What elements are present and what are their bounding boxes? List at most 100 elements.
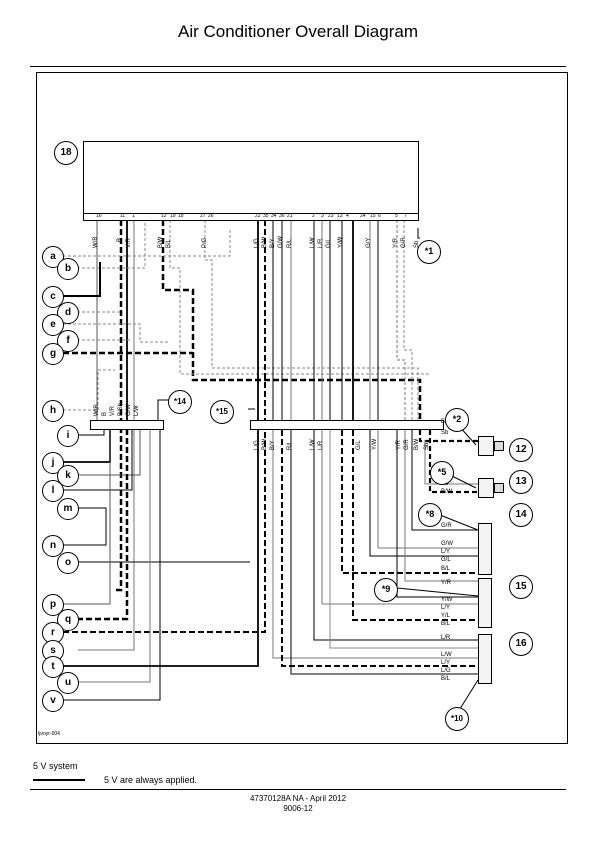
wire-label: B/W (262, 438, 268, 450)
switch-12-body (478, 436, 494, 456)
callout-14: 14 (509, 503, 533, 527)
pin-6: 6 (378, 213, 381, 219)
wire-label: Sb (424, 442, 430, 450)
legend-name: 5 V system (33, 761, 78, 771)
pin-23: 23 (328, 213, 334, 219)
callout-o: o (57, 552, 79, 574)
wire-label: Y/R (441, 580, 452, 586)
wire-label: L/G (441, 668, 451, 674)
wire-label: L/R (318, 440, 324, 450)
callout-u: u (57, 672, 79, 694)
wire-label: B (117, 237, 123, 242)
pin-24: 24 (360, 213, 366, 219)
wire-label: Y/W (441, 597, 453, 603)
wire-label: B/W (441, 489, 453, 495)
page-title: Air Conditioner Overall Diagram (178, 22, 418, 41)
callout-e: e (42, 314, 64, 336)
wire-label: L/W (310, 439, 316, 450)
switch-13-body (478, 478, 494, 498)
pin-19: 19 (170, 213, 176, 219)
diagram-code: tjvoyr-004 (38, 731, 60, 737)
wire-label: G/W (441, 541, 453, 547)
callout-h: h (42, 400, 64, 422)
wire-label: B/L (441, 621, 451, 627)
pin-3: 3 (321, 213, 324, 219)
callout-f: f (57, 330, 79, 352)
pin-35: 35 (263, 213, 269, 219)
sensor-10-body (478, 634, 492, 684)
callout-b: b (57, 258, 79, 280)
connector-15 (250, 420, 444, 430)
pin-34: 34 (271, 213, 277, 219)
wire-label: L/R (441, 635, 451, 641)
ecu-box (83, 141, 419, 214)
pin-12: 12 (161, 213, 167, 219)
legend-description: 5 V are always applied. (104, 775, 198, 785)
callout-star-5: *5 (430, 461, 454, 485)
callout-c: c (42, 286, 64, 308)
wire-label: B/L (441, 676, 451, 682)
pin-4: 4 (346, 213, 349, 219)
wire-label: Y/W (372, 438, 378, 450)
wire-label: G/W (278, 236, 284, 248)
pin-1: 1 (132, 213, 135, 219)
callout-star-10: *10 (445, 707, 469, 731)
wire-label: L/W (310, 237, 316, 248)
wire-label: B/L (166, 238, 172, 248)
wire-label: R/L (287, 440, 293, 450)
callout-15: 15 (509, 575, 533, 599)
wire-label: L/G (254, 238, 260, 248)
footer-rule (30, 789, 566, 790)
callout-star-1: *1 (417, 240, 441, 264)
sensor-9-body (478, 578, 492, 628)
pin-11: 11 (120, 213, 126, 219)
page-number: 9006-12 (283, 804, 313, 813)
wire-label: B/W (414, 438, 420, 450)
legend-line-sample (33, 779, 85, 781)
pin-2: 2 (312, 213, 315, 219)
callout-star-2: *2 (445, 408, 469, 432)
wire-label: Y/W (338, 236, 344, 248)
wire-label: V/R (110, 405, 116, 416)
wire-label: V/R (126, 237, 132, 248)
wire-label: B/W (158, 236, 164, 248)
wire-label: P/G (202, 237, 208, 248)
wire-label: G/L (326, 238, 332, 248)
wire-label: L/R (318, 238, 324, 248)
wire-label: B/Y (270, 440, 276, 450)
wire-label: Y/R (393, 237, 399, 248)
pin-36: 36 (279, 213, 285, 219)
callout-star-8: *8 (418, 503, 442, 527)
callout-r: r (42, 622, 64, 644)
pin-16: 16 (96, 213, 102, 219)
callout-l: l (42, 480, 64, 502)
callout-p: p (42, 594, 64, 616)
wire-label: L/W (134, 405, 140, 416)
ecu-connector-strip (83, 212, 419, 221)
wire-label: L/G (254, 440, 260, 450)
wire-label: B/Y (270, 238, 276, 248)
connector-14 (90, 420, 164, 430)
callout-k: k (57, 465, 79, 487)
wire-label: G/R (401, 237, 407, 248)
header-rule (30, 66, 566, 67)
wire-label: G/R (441, 523, 452, 529)
callout-v: v (42, 690, 64, 712)
callout-m: m (57, 498, 79, 520)
wire-label: G/R (404, 439, 410, 450)
wire-label: B/L (441, 566, 451, 572)
wire-label: R/L (287, 238, 293, 248)
wire-label: B (102, 411, 108, 416)
diagram-frame (36, 72, 568, 744)
wire-label: L/Y (441, 660, 451, 666)
callout-13: 13 (509, 470, 533, 494)
wire-label: G/L (356, 440, 362, 450)
wire-label: B/Sb (118, 402, 124, 416)
wire-label: W/R (94, 404, 100, 416)
pin-7: 7 (404, 213, 407, 219)
wire-label: Y/R (396, 439, 402, 450)
pin-22: 22 (255, 213, 261, 219)
sensor-8-body (478, 523, 492, 575)
switch-13-terminal (494, 483, 504, 493)
pin-27: 27 (200, 213, 206, 219)
